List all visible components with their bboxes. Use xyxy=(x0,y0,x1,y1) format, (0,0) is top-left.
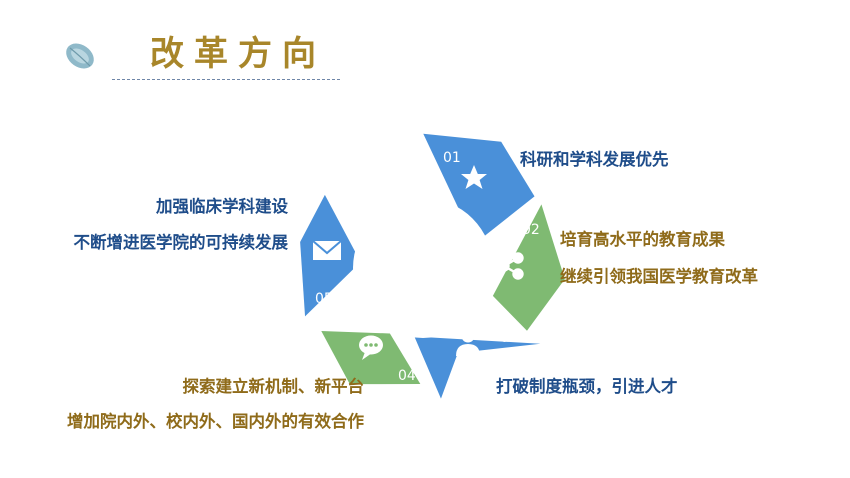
title-underline xyxy=(112,79,340,80)
label-04-line-1: 探索建立新机制、新平台 xyxy=(182,377,365,396)
label-02-line-1: 培育高水平的教育成果 xyxy=(560,230,725,249)
segment-number-03: 03 xyxy=(500,330,518,346)
star-icon xyxy=(461,165,487,189)
label-02-line-2: 继续引领我国医学教育改革 xyxy=(560,267,758,286)
segment-number-02: 02 xyxy=(522,222,540,238)
segment-03 xyxy=(414,336,541,399)
page-title: 改革方向 xyxy=(150,34,326,74)
leaf-logo-icon xyxy=(66,43,94,69)
label-01-line-1: 科研和学科发展优先 xyxy=(520,150,669,169)
user-icon xyxy=(456,329,480,356)
segment-number-05: 05 xyxy=(315,291,333,307)
segment-number-04: 04 xyxy=(398,368,416,384)
chat-bubble-icon xyxy=(359,335,383,360)
segment-04 xyxy=(321,331,421,385)
segment-number-01: 01 xyxy=(443,150,461,166)
segment-02 xyxy=(492,204,565,331)
cycle-ring xyxy=(300,133,565,399)
label-05-line-2: 不断增进医学院的可持续发展 xyxy=(73,233,289,252)
label-03-line-1: 打破制度瓶颈，引进人才 xyxy=(496,377,678,396)
segment-01 xyxy=(423,133,535,244)
label-04-line-2: 增加院内外、校内外、国内外的有效合作 xyxy=(67,412,364,431)
share-icon xyxy=(498,252,524,280)
label-05-line-1: 加强临床学科建设 xyxy=(156,197,288,216)
mail-icon xyxy=(312,240,342,260)
